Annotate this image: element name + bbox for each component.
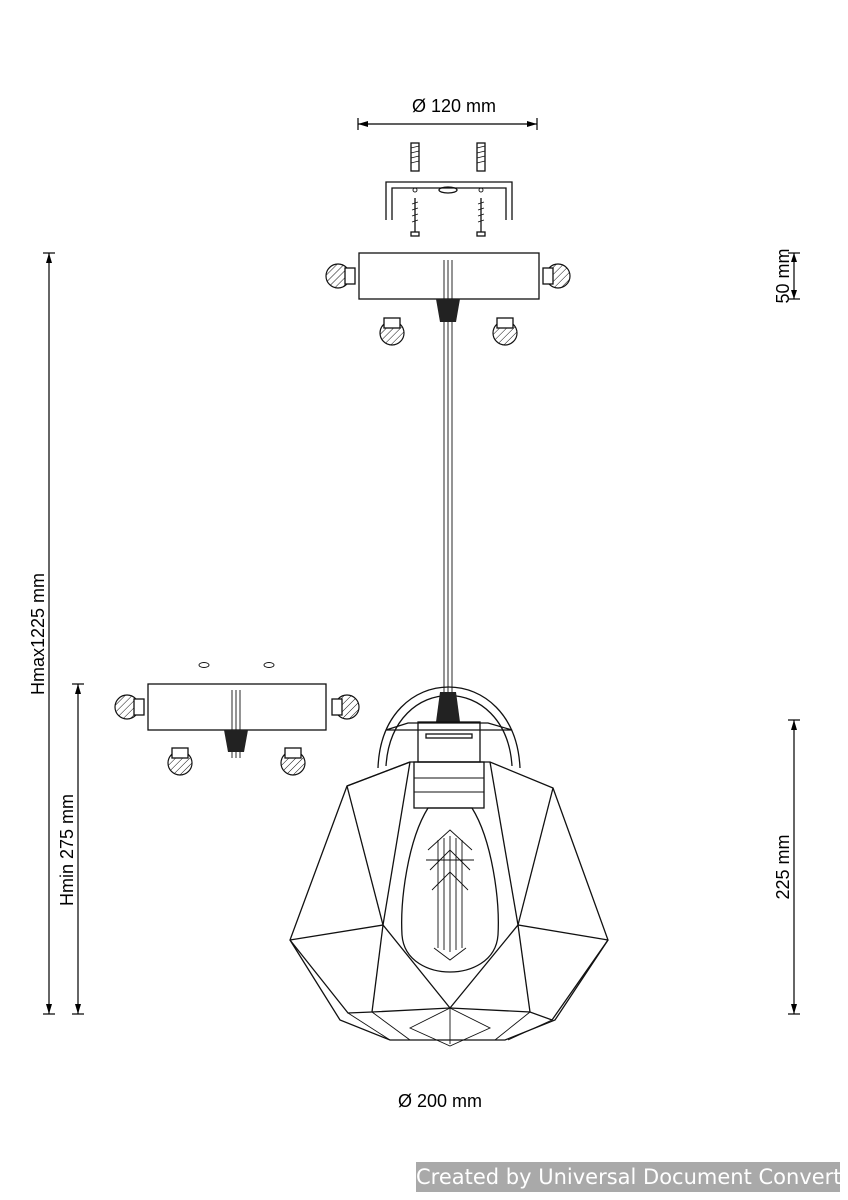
hmax-label: Hmax1225 mm bbox=[28, 573, 48, 695]
canopy-knob-right bbox=[542, 263, 571, 289]
secondary-knob-bottom-left bbox=[167, 747, 193, 776]
secondary-knob-left bbox=[114, 694, 145, 720]
hmax-dimension: Hmax1225 mm bbox=[28, 252, 55, 1015]
hmin-dimension: Hmin 275 mm bbox=[57, 683, 84, 1015]
canopy-height-dimension: 50 mm bbox=[773, 248, 800, 304]
canopy-secondary bbox=[114, 662, 360, 776]
mounting-bracket bbox=[385, 142, 513, 237]
canopy-knob-bottom-right bbox=[492, 317, 518, 346]
shade-height-dimension: 225 mm bbox=[773, 719, 800, 1015]
secondary-knob-bottom-right bbox=[280, 747, 306, 776]
wall-plug-left bbox=[410, 142, 420, 172]
hmin-label: Hmin 275 mm bbox=[57, 794, 77, 906]
wall-plug-right bbox=[476, 142, 486, 172]
secondary-knob-right bbox=[331, 694, 360, 720]
canopy-knob-left bbox=[325, 263, 356, 289]
suspension-cable bbox=[443, 322, 453, 692]
screw-left bbox=[410, 198, 420, 237]
watermark-banner: Created by Universal Document Converter bbox=[416, 1162, 848, 1192]
lamp-shade bbox=[289, 686, 609, 1047]
canopy-main bbox=[325, 252, 571, 346]
edison-bulb bbox=[401, 807, 499, 973]
shade-diameter-label: Ø 200 mm bbox=[398, 1091, 482, 1111]
canopy-height-label: 50 mm bbox=[773, 248, 793, 303]
canopy-knob-bottom-left bbox=[379, 317, 405, 346]
canopy-diameter-label: Ø 120 mm bbox=[412, 96, 496, 116]
shade-height-label: 225 mm bbox=[773, 834, 793, 899]
screw-right bbox=[476, 198, 486, 237]
canopy-diameter-dimension: Ø 120 mm bbox=[357, 96, 538, 130]
